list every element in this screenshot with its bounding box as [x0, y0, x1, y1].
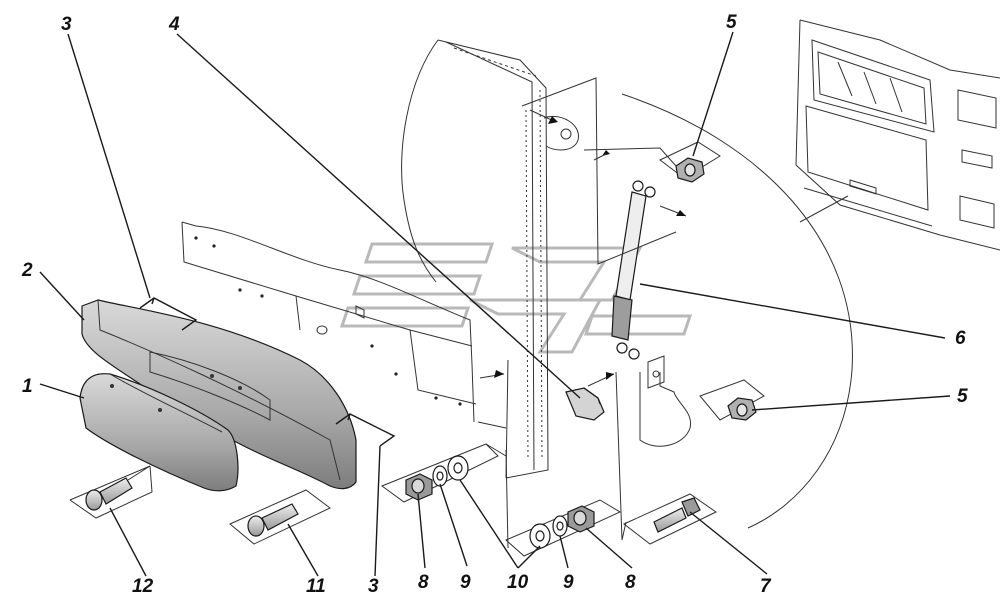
hardware-group-right: [505, 499, 622, 557]
callout-11: 11: [306, 576, 326, 597]
callout-2: 2: [21, 260, 33, 281]
part-7-bolt: [623, 493, 717, 545]
callout-12: 12: [132, 576, 154, 597]
callout-4: 4: [168, 14, 180, 35]
part-2-bumper-cover: [81, 299, 357, 490]
bus-rear-outline: [795, 19, 1000, 251]
detail-boundary-curve: [621, 93, 853, 529]
callout-3-top: 3: [61, 14, 72, 35]
part-5-nut-right: [699, 379, 765, 421]
part-3-wire-clip-top: [139, 297, 198, 331]
callout-9-right: 9: [563, 572, 574, 593]
callout-10: 10: [507, 572, 529, 593]
callout-5-right: 5: [957, 386, 968, 407]
watermark-logo: [339, 242, 693, 354]
bracket-frame-plate: [181, 221, 507, 429]
part-1-small-cover: [79, 373, 239, 492]
part-5-nut-top: [659, 141, 721, 183]
rear-body-panel: [401, 39, 579, 479]
leader-lines: [39, 31, 951, 577]
callout-7: 7: [760, 576, 772, 597]
callout-5-top: 5: [726, 12, 737, 33]
callout-8-left: 8: [418, 572, 429, 593]
gas-strut: [611, 180, 656, 360]
callout-6: 6: [955, 328, 966, 349]
callout-3-bottom: 3: [368, 576, 379, 597]
part-12-screw: [69, 465, 153, 519]
callout-9-left: 9: [460, 572, 471, 593]
lock-bracket-plate: [639, 355, 692, 447]
callout-8-right: 8: [625, 572, 636, 593]
hardware-group-left: [380, 443, 507, 503]
part-3-wire-clip-bottom: [335, 413, 396, 447]
part-11-screw: [229, 489, 331, 545]
assembly-guides: [479, 77, 687, 549]
door-lock-latch: [565, 387, 605, 421]
callout-1: 1: [22, 376, 33, 397]
